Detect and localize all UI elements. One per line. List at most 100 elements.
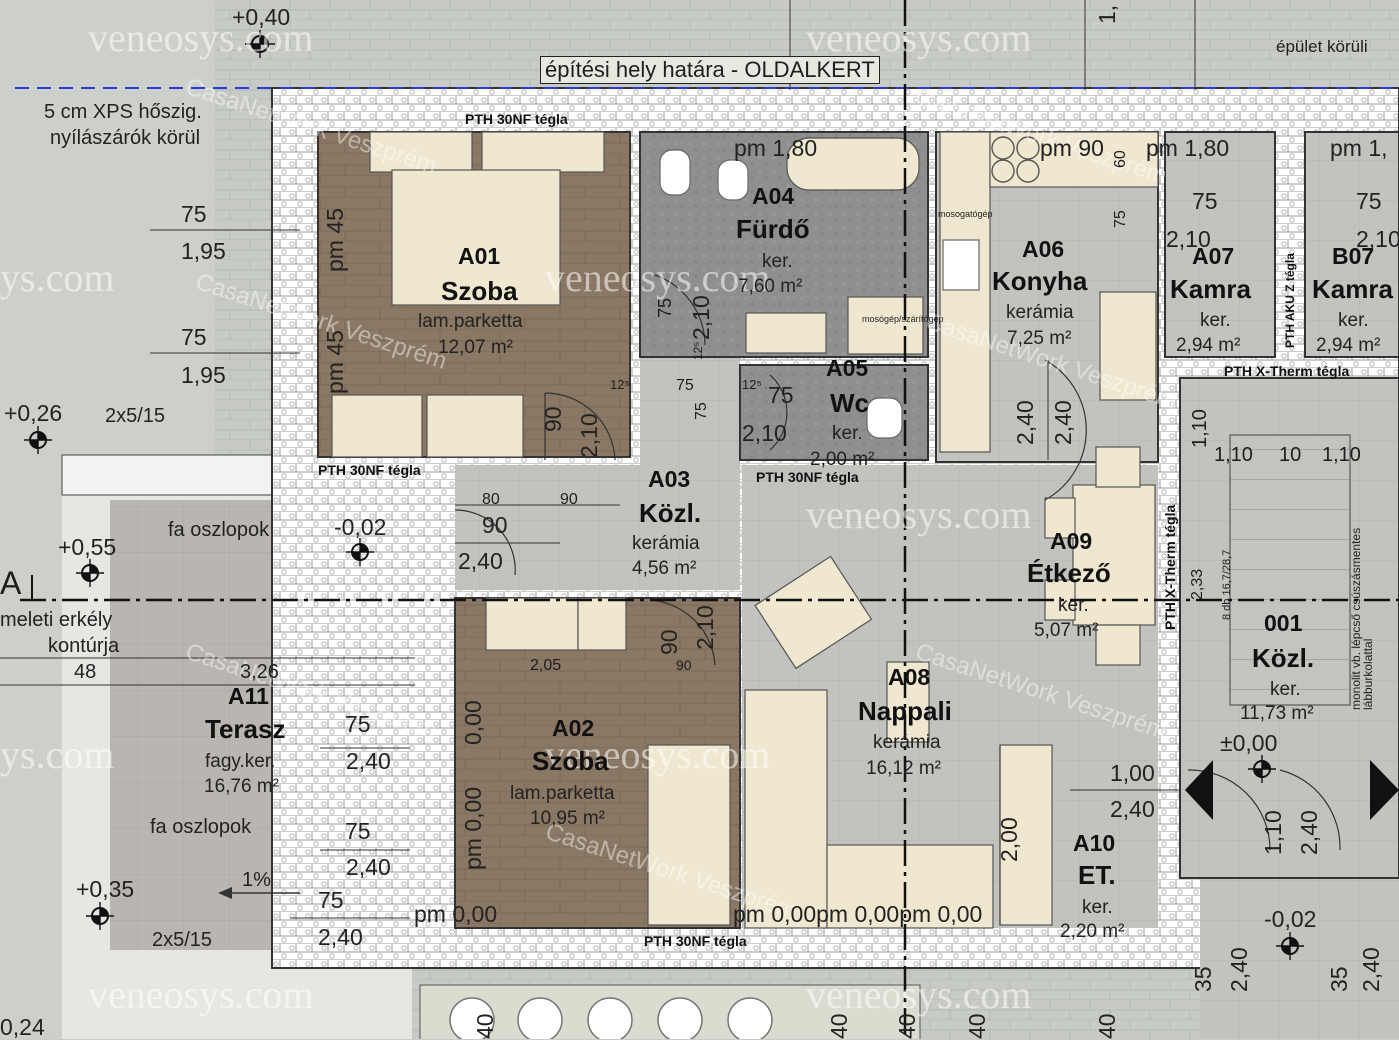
dim: pm 1,80 [734, 135, 818, 161]
watermark: veneosys.com [806, 15, 1032, 60]
dim: pm 45 [322, 208, 348, 272]
dim: 75 [676, 377, 694, 394]
dim: 2,33 [1189, 568, 1206, 600]
columns-label: fa oszlopok [168, 519, 270, 541]
dim: 90 [560, 491, 578, 508]
watermark: veneosys.com [88, 972, 314, 1017]
dim: 2,10 [576, 413, 602, 458]
dim: 1,95 [181, 362, 226, 388]
xps-label-2: nyílászárók körül [50, 127, 201, 149]
appliance-label: mosogatógép [938, 209, 993, 219]
dim: 12⁵ [742, 377, 762, 392]
watermark: ys.com [0, 255, 115, 300]
columns-label-2: fa oszlopok [150, 816, 252, 838]
wall-label: PTH X-Therm tégla [1224, 363, 1350, 379]
dim: 75 [693, 402, 710, 420]
dim: 60 [1112, 150, 1129, 168]
dim: 2,10 [1166, 226, 1211, 252]
wall-label: PTH 30NF tégla [644, 933, 747, 949]
dim: 75 [318, 887, 344, 913]
dim: pm 0,00pm 0,00pm 0,00 [733, 901, 983, 927]
section-mark: A [0, 565, 22, 601]
dim: 75 [181, 324, 207, 350]
wall-label: PTH 30NF tégla [756, 469, 859, 485]
dim: 1,95 [181, 238, 226, 264]
level-mark: -0,02 [1264, 906, 1317, 932]
dim: pm 1, [1330, 135, 1388, 161]
watermark: veneosys.com [545, 732, 771, 777]
dim: 75 [345, 711, 371, 737]
dim: 80 [482, 491, 500, 508]
dim: 2x5/15 [152, 929, 213, 951]
dim: 2,40 [1050, 400, 1076, 445]
dim: 2,10 [692, 605, 718, 650]
dim: 35 [1326, 966, 1352, 992]
dim: 0,00 [460, 700, 486, 745]
dim: 2,00 [996, 817, 1022, 862]
dim: 2,40 [1296, 810, 1322, 855]
xps-label: 5 cm XPS hőszig. [44, 101, 202, 123]
boundary-label: építési hely határa - OLDALKERT [540, 56, 880, 84]
balcony-label: meleti erkély [0, 609, 113, 631]
dim: 2,40 [1226, 947, 1252, 992]
watermark: ys.com [0, 732, 115, 777]
balcony-label-2: kontúrja [48, 635, 120, 657]
watermark: veneosys.com [806, 972, 1032, 1017]
watermark: veneosys.com [806, 492, 1032, 537]
wall-label: PTH 30NF tégla [465, 111, 568, 127]
dim: 2,40 [318, 924, 363, 950]
dim: pm 0,00 [414, 901, 498, 927]
dim: 2,10 [742, 420, 787, 446]
dim: pm 90 [1040, 135, 1104, 161]
dim: 2,40 [458, 548, 503, 574]
stair-label: monolit vb. lépcső csúszásmentes lábburk… [1349, 527, 1375, 710]
level-mark: 0,24 [0, 1014, 45, 1040]
level-mark: ±0,00 [1220, 730, 1278, 756]
dim: 75 [655, 297, 675, 318]
level-mark: +0,40 [232, 4, 291, 30]
dim: 75 [345, 818, 371, 844]
dim: 1,00 [1110, 760, 1155, 786]
stair-count: 8 db 16,7/28,7 [1221, 549, 1233, 620]
dim: 75 [181, 201, 207, 227]
dim: 48 [74, 661, 97, 683]
dim: 40 [964, 1013, 990, 1039]
dim: 3,26 [240, 661, 279, 683]
watermark: veneosys.com [545, 255, 771, 300]
dim: 2,40 [1012, 400, 1038, 445]
dim: 1,10 [1189, 409, 1211, 448]
dim: 2,40 [1110, 796, 1155, 822]
dim: 90 [482, 512, 508, 538]
dim: pm 45 [322, 330, 348, 394]
dim: 12⁵ [691, 341, 705, 360]
level-mark: +0,55 [58, 534, 117, 560]
dim: 10 [1279, 444, 1302, 466]
dim: 2,40 [346, 748, 391, 774]
dim: 1,10 [1322, 444, 1361, 466]
dim: 90 [676, 657, 692, 673]
dim: pm 0,00 [460, 786, 486, 870]
wall-label: PTH X-Therm tégla [1162, 504, 1178, 630]
dim: 75 [1356, 188, 1382, 214]
dim: 2,05 [530, 657, 562, 674]
dim: 40 [472, 1013, 498, 1039]
dim: 75 [768, 382, 794, 408]
dim: 40 [894, 1013, 920, 1039]
dim: 35 [1190, 966, 1216, 992]
dim: pm 1,80 [1146, 135, 1230, 161]
level-mark: -0,02 [334, 514, 387, 540]
dim: 1,10 [1214, 444, 1253, 466]
dim: 1,10 [1260, 810, 1286, 855]
dim: 40 [1094, 1013, 1120, 1039]
wall-label: PTH AKU Z tégla [1283, 253, 1297, 348]
dim: 2,40 [346, 854, 391, 880]
dim: 2x5/15 [105, 405, 166, 427]
slope-label: 1% [242, 869, 271, 891]
level-mark: +0,35 [76, 876, 135, 902]
dim: 2,10 [1356, 226, 1399, 252]
level-mark: +0,26 [4, 400, 63, 426]
dim: 2,40 [1358, 947, 1384, 992]
dim: 75 [1192, 188, 1218, 214]
